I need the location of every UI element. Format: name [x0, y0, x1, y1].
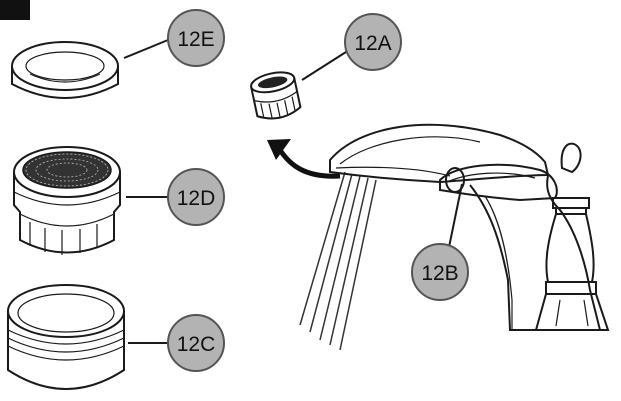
callout-12c: 12C: [167, 314, 225, 372]
faucet-icon: [329, 123, 610, 331]
leader-line-12b: [447, 183, 463, 253]
callout-12e: 12E: [167, 9, 225, 67]
step-badge: [0, 0, 30, 20]
callout-label-12d: 12D: [177, 187, 216, 210]
callout-label-12b: 12B: [421, 262, 458, 285]
callout-12b: 12B: [411, 243, 469, 301]
callout-label-12a: 12A: [354, 32, 391, 55]
washer-icon: [11, 41, 119, 99]
aerator-icon: [250, 71, 302, 120]
callout-12d: 12D: [167, 168, 225, 226]
callout-label-12e: 12E: [177, 28, 214, 51]
callout-label-12c: 12C: [177, 333, 216, 356]
arrow-icon: [267, 139, 341, 179]
callout-12a: 12A: [344, 13, 402, 71]
housing-icon: [7, 284, 125, 390]
leader-line-12e: [123, 39, 169, 59]
screen-icon: [13, 146, 121, 255]
leader-line-12a: [301, 51, 347, 81]
water-stream-icon: [299, 171, 377, 351]
